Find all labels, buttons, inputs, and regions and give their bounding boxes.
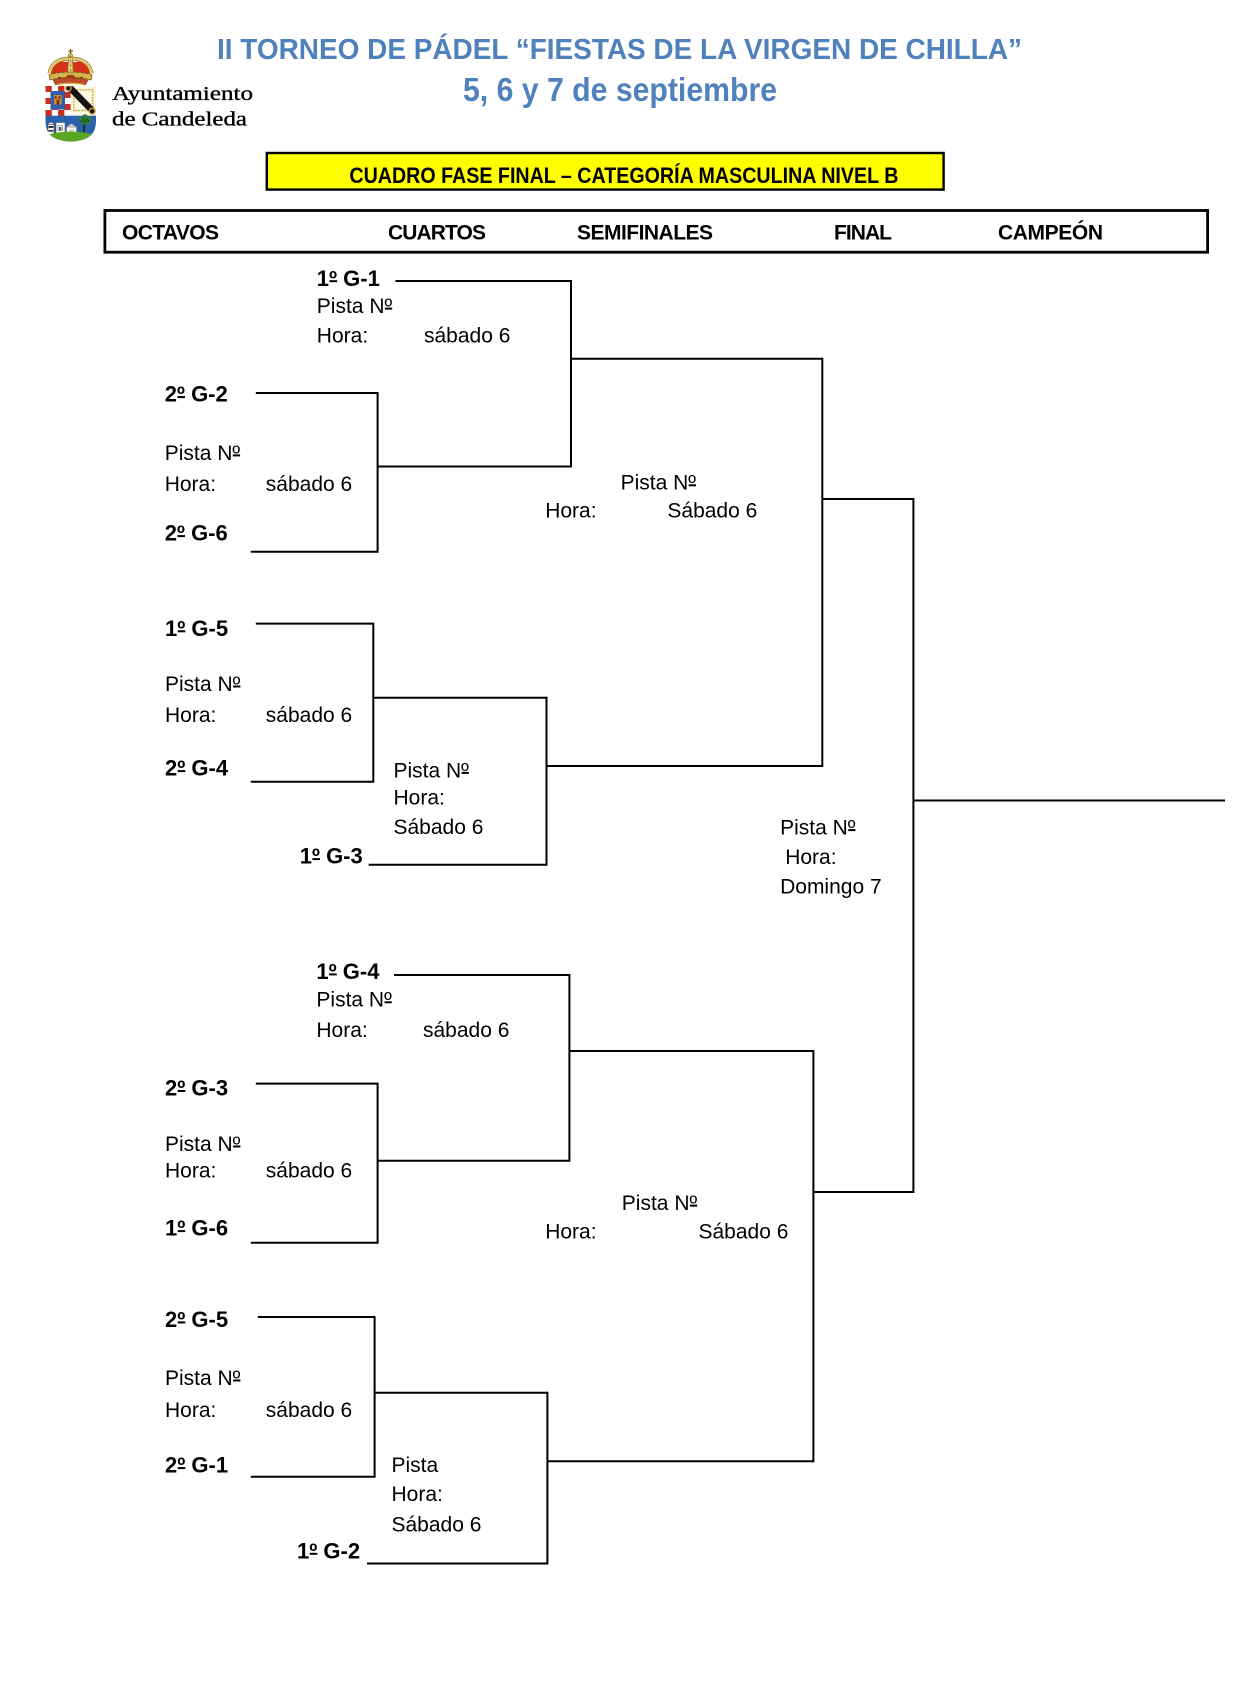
svg-text:Sábado 6: Sábado 6 — [667, 500, 757, 523]
svg-text:2º G-5: 2º G-5 — [165, 1307, 228, 1332]
svg-text:Sábado 6: Sábado 6 — [699, 1221, 789, 1244]
svg-text:Ayuntamiento: Ayuntamiento — [112, 83, 253, 105]
svg-text:OCTAVOS: OCTAVOS — [122, 222, 219, 245]
svg-text:Pista Nº: Pista Nº — [394, 759, 470, 782]
svg-text:Pista Nº: Pista Nº — [621, 472, 697, 495]
svg-text:Hora:: Hora: — [165, 473, 216, 496]
svg-text:Pista Nº: Pista Nº — [316, 989, 392, 1012]
svg-text:CUARTOS: CUARTOS — [388, 222, 486, 245]
svg-text:SEMIFINALES: SEMIFINALES — [577, 222, 713, 245]
svg-text:Pista Nº: Pista Nº — [622, 1192, 698, 1215]
svg-text:de Candeleda: de Candeleda — [112, 108, 247, 130]
svg-text:Hora:: Hora: — [316, 1019, 367, 1042]
svg-text:sábado 6: sábado 6 — [266, 1399, 352, 1422]
svg-text:Hora:: Hora: — [785, 846, 836, 869]
svg-text:Hora:: Hora: — [545, 500, 596, 523]
svg-text:1º G-6: 1º G-6 — [165, 1216, 228, 1241]
svg-text:sábado 6: sábado 6 — [266, 473, 352, 496]
svg-text:Pista Nº: Pista Nº — [165, 1133, 241, 1156]
svg-text:1º G-4: 1º G-4 — [316, 959, 380, 984]
svg-text:2º G-6: 2º G-6 — [165, 521, 228, 546]
svg-text:Pista Nº: Pista Nº — [780, 817, 856, 840]
svg-text:Sábado 6: Sábado 6 — [392, 1514, 482, 1537]
svg-text:Hora:: Hora: — [394, 787, 445, 810]
svg-text:Pista Nº: Pista Nº — [165, 442, 241, 465]
svg-text:2º G-1: 2º G-1 — [165, 1453, 228, 1478]
svg-text:1º G-5: 1º G-5 — [165, 616, 228, 641]
svg-text:CAMPEÓN: CAMPEÓN — [998, 221, 1103, 245]
svg-text:2º G-3: 2º G-3 — [165, 1076, 228, 1101]
svg-text:Hora:: Hora: — [317, 324, 368, 347]
svg-text:II TORNEO DE PÁDEL “FIESTAS DE: II TORNEO DE PÁDEL “FIESTAS DE LA VIRGEN… — [217, 32, 1022, 66]
svg-text:1º G-2: 1º G-2 — [297, 1538, 360, 1563]
svg-text:Pista Nº: Pista Nº — [165, 1367, 241, 1390]
svg-text:Hora:: Hora: — [165, 1159, 216, 1182]
svg-text:Hora:: Hora: — [165, 1399, 216, 1422]
svg-text:2º G-4: 2º G-4 — [165, 756, 229, 781]
svg-text:Pista: Pista — [392, 1454, 439, 1477]
svg-text:Domingo 7: Domingo 7 — [780, 875, 882, 898]
svg-text:Hora:: Hora: — [392, 1483, 443, 1506]
svg-text:sábado 6: sábado 6 — [423, 1019, 509, 1042]
svg-text:Hora:: Hora: — [165, 704, 216, 727]
svg-text:sábado 6: sábado 6 — [266, 704, 352, 727]
svg-text:sábado 6: sábado 6 — [266, 1159, 352, 1182]
svg-text:FINAL: FINAL — [834, 222, 892, 245]
svg-text:Pista Nº: Pista Nº — [165, 673, 241, 696]
svg-text:Sábado 6: Sábado 6 — [394, 816, 484, 839]
svg-text:1º G-1: 1º G-1 — [317, 266, 380, 291]
svg-text:5, 6 y 7 de septiembre: 5, 6 y 7 de septiembre — [463, 72, 777, 109]
svg-text:1º G-3: 1º G-3 — [300, 844, 363, 869]
svg-text:Hora:: Hora: — [545, 1221, 596, 1244]
svg-text:Pista Nº: Pista Nº — [317, 295, 393, 318]
svg-text:2º G-2: 2º G-2 — [165, 382, 228, 407]
svg-text:CUADRO FASE FINAL – CATEGORÍA: CUADRO FASE FINAL – CATEGORÍA MASCULINA … — [349, 163, 898, 188]
svg-text:sábado 6: sábado 6 — [424, 324, 510, 347]
